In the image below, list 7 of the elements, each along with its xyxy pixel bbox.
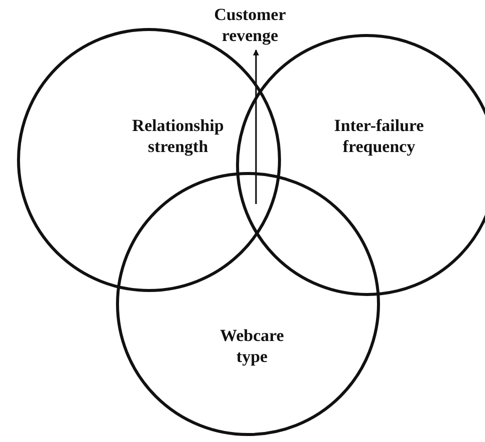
venn-circle [116, 172, 380, 436]
node-label: Webcare type [219, 325, 285, 367]
node-label: Customer revenge [213, 4, 287, 46]
node-label: Inter-failure frequency [333, 115, 425, 157]
arrow [253, 49, 259, 204]
node-label: Relationship strength [131, 115, 225, 157]
venn-circle [17, 28, 281, 292]
